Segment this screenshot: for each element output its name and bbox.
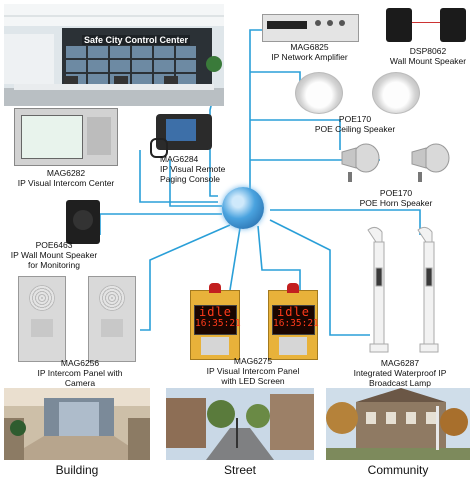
handset-icon	[150, 138, 168, 158]
mag6282-desc: IP Visual Intercom Center	[17, 178, 115, 188]
led-time-right: 16:35:21	[273, 318, 319, 329]
led-display-left: idle 16:35:21	[194, 305, 241, 335]
led-panel-left: idle 16:35:21	[190, 283, 241, 360]
mag6284-desc1: IP Visual Remote	[160, 164, 226, 174]
scene-label-community: Community	[367, 463, 429, 477]
led-panel-right: idle 16:35:21	[268, 283, 319, 360]
poe170-horn-model: POE170	[379, 188, 413, 198]
mag6825-model: MAG6825	[290, 42, 329, 52]
poe6463-label: POE6463 IP Wall Mount Speaker for Monito…	[4, 240, 104, 270]
led-status-right: idle	[277, 305, 310, 319]
poe6463-desc2: for Monitoring	[28, 260, 80, 270]
street-photo	[166, 388, 314, 460]
mag6287-model: MAG6287	[380, 358, 420, 368]
monitor-speaker-device	[66, 200, 100, 244]
dsp8062-model: DSP8062	[409, 46, 447, 56]
poe170-horn-label: POE170 POE Horn Speaker	[346, 188, 446, 208]
mag6825-desc: IP Network Amplifier	[271, 52, 348, 62]
poe170-horn-desc: POE Horn Speaker	[359, 198, 433, 208]
dsp8062-desc: Wall Mount Speaker	[389, 56, 467, 66]
mag6256-desc1: IP Intercom Panel with	[37, 368, 123, 378]
mag6287-desc1: Integrated Waterproof IP	[353, 368, 447, 378]
mag6287-desc2: Broadcast Lamp	[369, 378, 431, 388]
mag6284-desc2: Paging Console	[160, 174, 221, 184]
horn-speakers	[341, 143, 450, 182]
scene-label-building: Building	[55, 463, 99, 477]
paging-console-device	[156, 114, 212, 150]
horn-speaker-left	[341, 143, 380, 182]
mag6275-desc1: IP Visual Intercom Panel	[206, 366, 300, 376]
led-display-right: idle 16:35:21	[272, 305, 319, 335]
mag6282-label: MAG6282 IP Visual Intercom Center	[4, 168, 128, 188]
mag6275-label: MAG6275 IP Visual Intercom Panel with LE…	[190, 356, 316, 386]
control-center-photo	[4, 4, 224, 106]
wall-speaker-right	[440, 8, 466, 42]
mag6256-label: MAG6256 IP Intercom Panel with Camera	[20, 358, 140, 388]
mag6825-label: MAG6825 IP Network Amplifier	[262, 42, 357, 62]
ceiling-speaker-left	[295, 72, 343, 114]
community-photo	[326, 388, 470, 460]
intercom-panel-right	[88, 276, 136, 362]
mag6275-model: MAG6275	[233, 356, 273, 366]
mag6287-label: MAG6287 Integrated Waterproof IP Broadca…	[330, 358, 470, 388]
intercom-center-device	[14, 108, 118, 166]
mag6284-model: MAG6284	[160, 154, 199, 164]
poe170-ceiling-label: POE170 POE Ceiling Speaker	[300, 114, 410, 134]
intercom-panel-left	[18, 276, 66, 362]
amplifier-device	[262, 14, 359, 42]
ceiling-speaker-right	[372, 72, 420, 114]
broadcast-lamp-left	[367, 226, 389, 353]
community-illustration	[326, 388, 470, 460]
building-photo	[4, 388, 150, 460]
speaker-cable	[412, 22, 440, 23]
control-center-illustration	[4, 4, 224, 106]
alarm-light-right	[287, 283, 299, 293]
poe170-ceiling-desc: POE Ceiling Speaker	[314, 124, 396, 134]
network-globe-icon	[222, 187, 264, 229]
broadcast-lamp-right	[417, 226, 439, 353]
mag6275-desc2: with LED Screen	[221, 376, 285, 386]
alarm-light-left	[209, 283, 221, 293]
mag6256-model: MAG6256	[60, 358, 100, 368]
poe6463-model: POE6463	[35, 240, 73, 250]
dsp8062-label: DSP8062 Wall Mount Speaker	[386, 46, 470, 66]
broadcast-lamps	[367, 226, 439, 353]
street-illustration	[166, 388, 314, 460]
horn-speaker-right	[411, 143, 450, 182]
wall-speaker-left	[386, 8, 412, 42]
poe6463-desc1: IP Wall Mount Speaker	[10, 250, 98, 260]
building-illustration	[4, 388, 150, 460]
led-status-left: idle	[199, 305, 232, 319]
led-time-left: 16:35:21	[195, 318, 241, 329]
scene-label-street: Street	[223, 463, 256, 477]
mag6284-label: MAG6284 IP Visual Remote Paging Console	[160, 154, 234, 184]
poe170-ceiling-model: POE170	[338, 114, 372, 124]
mag6256-desc2: Camera	[64, 378, 96, 388]
control-center-sign: Safe City Control Center	[82, 35, 191, 45]
mag6282-model: MAG6282	[46, 168, 86, 178]
